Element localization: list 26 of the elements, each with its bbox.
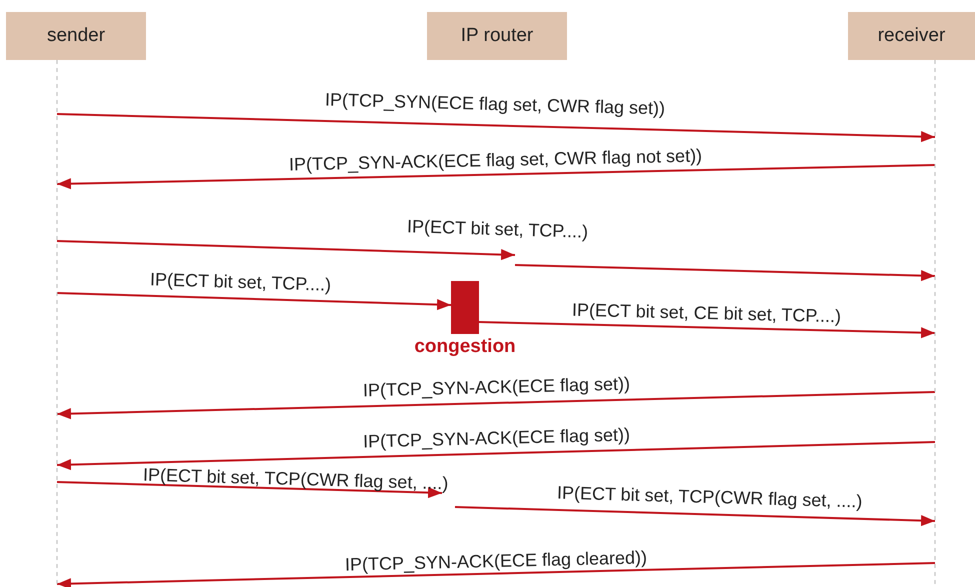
participant-box: receiver xyxy=(848,12,975,60)
arrow xyxy=(56,113,936,142)
message-label: IP(ECT bit set, TCP(CWR flag set, ....) xyxy=(142,464,448,494)
arrow xyxy=(478,321,936,338)
arrow xyxy=(56,481,442,498)
congestion-block xyxy=(451,281,479,334)
participant-box: IP router xyxy=(427,12,567,60)
message-label: IP(ECT bit set, TCP....) xyxy=(406,216,588,242)
message-label: IP(TCP_SYN-ACK(ECE flag set)) xyxy=(362,424,630,452)
arrow xyxy=(56,441,936,470)
message-label: IP(ECT bit set, CE bit set, TCP....) xyxy=(571,299,841,327)
arrow xyxy=(56,292,452,310)
arrow xyxy=(514,264,936,282)
message-label: IP(TCP_SYN(ECE flag set, CWR flag set)) xyxy=(324,89,666,119)
message-label: IP(TCP_SYN-ACK(ECE flag cleared)) xyxy=(344,546,648,576)
arrow xyxy=(56,391,936,420)
arrow xyxy=(56,240,516,260)
message-label: IP(ECT bit set, TCP....) xyxy=(149,268,331,296)
participant-box: sender xyxy=(6,12,146,60)
message-label: IP(ECT bit set, TCP(CWR flag set, ....) xyxy=(556,482,862,512)
node-caption: congestion xyxy=(414,336,516,358)
message-label: IP(TCP_SYN-ACK(ECE flag set)) xyxy=(362,373,630,401)
arrow xyxy=(56,164,936,190)
arrow xyxy=(454,506,936,526)
message-label: IP(TCP_SYN-ACK(ECE flag set, CWR flag not set)) xyxy=(288,145,702,175)
arrow xyxy=(56,562,936,587)
